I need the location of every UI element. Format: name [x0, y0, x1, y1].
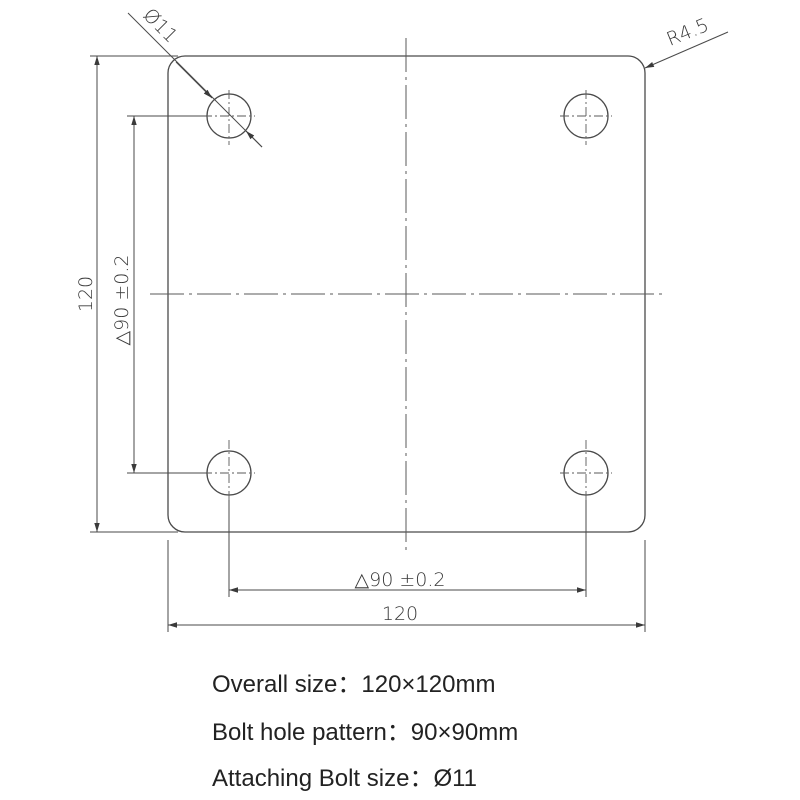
spec-overall-size-value: 120×120mm: [361, 671, 496, 698]
spec-bolt-hole-pattern-value: 90×90mm: [410, 719, 519, 746]
hole-diameter-leader: Ø11: [127, 4, 263, 148]
dim-overall-height: 120: [75, 55, 178, 533]
dim-pattern-h-text: △90 ±0.2: [355, 569, 446, 591]
dim-pattern-v-text: △90 ±0.2: [111, 255, 133, 346]
spec-attaching-bolt-size-value: Ø11: [433, 765, 478, 792]
bolt-hole-top-right: [560, 90, 612, 145]
dim-pattern-height: △90 ±0.2: [111, 115, 207, 474]
spec-attaching-bolt-size-label: Attaching Bolt size：: [212, 765, 434, 792]
spec-bolt-hole-pattern-label: Bolt hole pattern：: [212, 719, 411, 746]
dim-width-text: 120: [382, 603, 418, 625]
dim-pattern-width: △90 ±0.2: [228, 500, 587, 597]
dim-overall-width: 120: [167, 540, 646, 632]
bolt-hole-bottom-right: [560, 440, 612, 500]
spec-overall-size-label: Overall size：: [212, 671, 362, 698]
corner-radius-text: R4.5: [664, 14, 713, 51]
corner-radius-leader: R4.5: [644, 14, 729, 69]
bolt-hole-bottom-left: [203, 440, 255, 500]
spec-bolt-hole-pattern: Bolt hole pattern：90×90mm: [212, 712, 518, 747]
spec-attaching-bolt-size: Attaching Bolt size：Ø11: [212, 758, 477, 793]
spec-overall-size: Overall size：120×120mm: [212, 664, 495, 699]
dim-height-text: 120: [75, 276, 97, 312]
hole-diameter-text: Ø11: [139, 4, 182, 47]
bolt-hole-top-left: [203, 90, 255, 145]
